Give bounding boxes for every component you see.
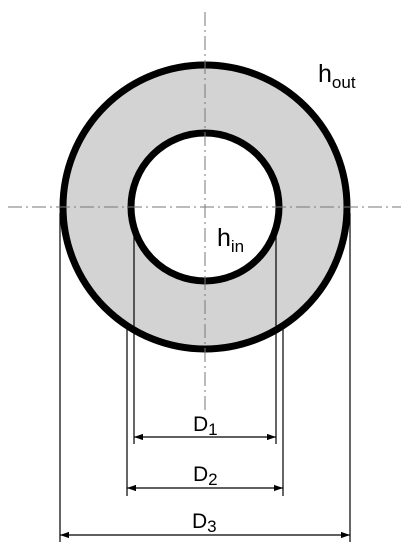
d3-main: D (192, 510, 207, 533)
h-in-label: hin (217, 224, 244, 256)
d1-label: D1 (193, 413, 218, 439)
h-in-subscript: in (231, 237, 244, 256)
d2-subscript: 2 (208, 470, 217, 489)
h-out-label: hout (318, 60, 356, 92)
d1-subscript: 1 (208, 420, 217, 439)
h-out-main: h (318, 60, 332, 88)
d3-label: D3 (192, 510, 217, 536)
d2-main: D (193, 463, 208, 486)
h-out-subscript: out (332, 73, 356, 92)
h-in-main: h (217, 224, 231, 252)
d2-label: D2 (193, 463, 218, 489)
d3-subscript: 3 (207, 517, 216, 536)
d1-main: D (193, 413, 208, 436)
